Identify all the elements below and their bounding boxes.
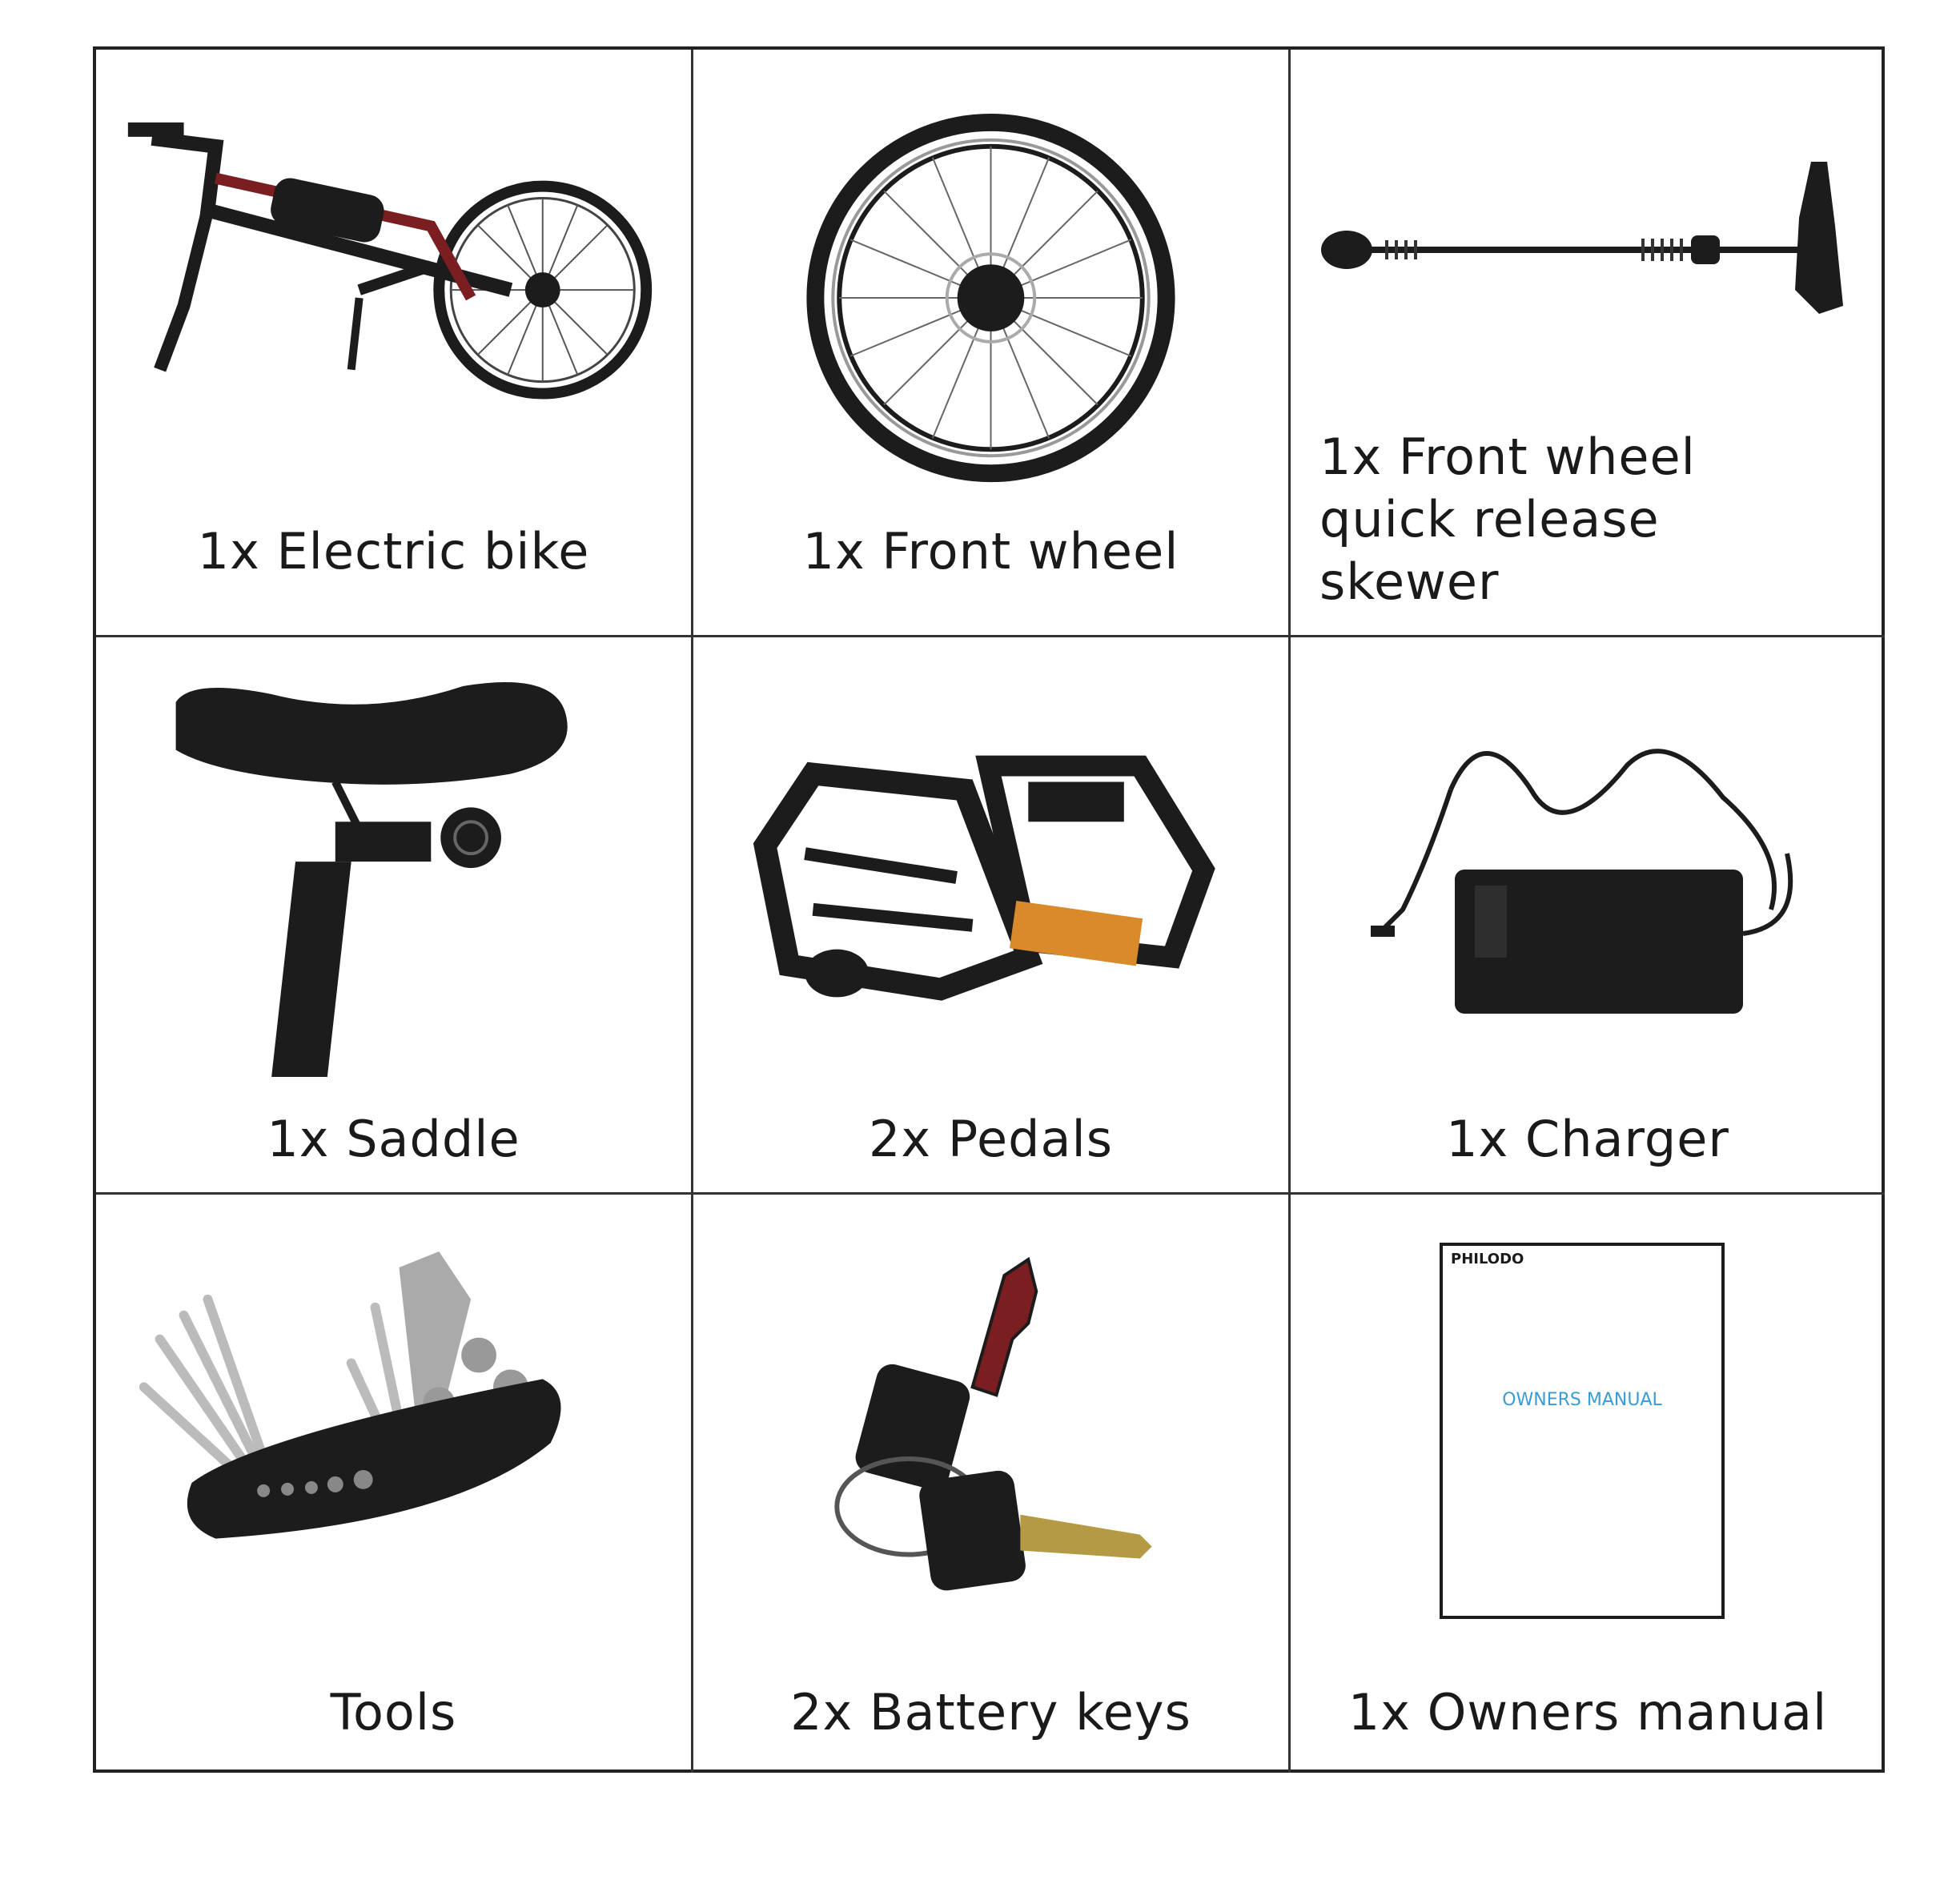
item-pedals: 2x Pedals: [693, 637, 1291, 1195]
item-label-line: skewer: [1319, 552, 1500, 611]
item-label: 1x Electric bike: [197, 522, 590, 580]
electric-bike-icon: [96, 106, 691, 506]
owners-manual-icon: PHILODO OWNERS MANUAL: [1440, 1243, 1725, 1619]
item-label: 1x Charger: [1446, 1110, 1729, 1168]
item-owners-manual: PHILODO OWNERS MANUAL 1x Owners manual: [1291, 1195, 1885, 1773]
battery-keys-icon: [693, 1235, 1288, 1683]
item-front-wheel: 1x Front wheel: [693, 50, 1291, 637]
item-label: Tools: [330, 1683, 457, 1741]
pedals-icon: [693, 669, 1288, 1094]
item-saddle: 1x Saddle: [96, 637, 693, 1195]
item-electric-bike: 1x Electric bike: [96, 50, 693, 637]
item-quick-release-skewer: 1x Front wheel quick release skewer: [1291, 50, 1885, 637]
item-label: 1x Saddle: [267, 1110, 520, 1168]
item-label-line: quick release: [1319, 490, 1660, 548]
item-label-line: 1x Front wheel: [1319, 428, 1696, 486]
front-wheel-icon: [693, 106, 1288, 506]
manual-title: OWNERS MANUAL: [1502, 1390, 1662, 1410]
item-label: 2x Pedals: [868, 1110, 1114, 1168]
item-label: 1x Front wheel: [802, 522, 1179, 580]
item-label: 1x Owners manual: [1348, 1683, 1828, 1741]
item-tools: Tools: [96, 1195, 693, 1773]
item-charger: 1x Charger: [1291, 637, 1885, 1195]
contents-grid: 1x Electric bike 1x Front wheel: [93, 46, 1885, 1773]
item-label: 1x Front wheel quick release skewer: [1319, 426, 1696, 613]
saddle-icon: [96, 669, 691, 1094]
item-label: 2x Battery keys: [790, 1683, 1191, 1741]
charger-icon: [1291, 669, 1885, 1094]
manual-brand: PHILODO: [1451, 1251, 1524, 1267]
multi-tool-icon: [96, 1235, 691, 1683]
skewer-icon: [1291, 146, 1885, 386]
item-battery-keys: 2x Battery keys: [693, 1195, 1291, 1773]
